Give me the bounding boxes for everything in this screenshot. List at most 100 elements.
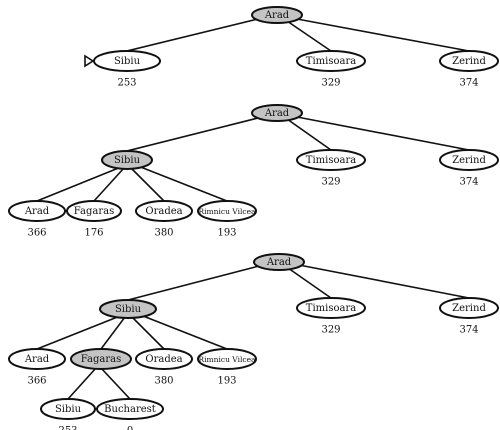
node-label: Sibiu: [55, 404, 82, 415]
node-label: Arad: [264, 108, 290, 119]
node-fagaras: Fagaras 176: [66, 200, 122, 239]
heuristic-value: 193: [217, 376, 236, 387]
node-ellipse: [99, 299, 157, 319]
heuristic-value: 329: [321, 325, 340, 336]
node-ellipse: [439, 149, 499, 171]
node-label: Arad: [266, 257, 292, 268]
node-ellipse: [70, 348, 132, 370]
node-rimnicu-vilcea: Rimnicu Vilcea 193: [197, 200, 257, 239]
node-label: Rimnicu Vilcea: [199, 355, 257, 364]
tree-edge: [126, 117, 259, 152]
node-arad: Arad 366: [8, 348, 66, 387]
node-rimnicu-vilcea: Rimnicu Vilcea 193: [197, 348, 257, 387]
node-ellipse: [197, 200, 257, 222]
node-arad: Arad: [251, 6, 303, 24]
tree-edge: [127, 265, 260, 301]
heuristic-value: 329: [321, 177, 340, 188]
node-ellipse: [439, 297, 499, 319]
node-arad: Arad: [251, 104, 303, 122]
node-ellipse: [251, 6, 303, 24]
node-arad: Arad 366: [8, 200, 66, 239]
heuristic-value: 329: [321, 78, 340, 89]
node-label: Zerind: [452, 155, 486, 166]
node-ellipse: [197, 348, 257, 370]
node-timisoara: Timisoara 329: [296, 50, 366, 89]
tree-edge: [296, 18, 470, 52]
node-label: Zerind: [452, 303, 486, 314]
node-ellipse: [101, 150, 153, 170]
node-ellipse: [296, 149, 366, 171]
heuristic-value: 193: [217, 228, 236, 239]
heuristic-value: 380: [154, 376, 173, 387]
tree-edge: [100, 316, 126, 350]
tree-edge: [36, 315, 121, 350]
node-label: Bucharest: [104, 404, 156, 415]
node-label: Arad: [24, 206, 50, 217]
node-sibiu: Sibiu: [101, 150, 153, 170]
node-timisoara: Timisoara 329: [296, 149, 366, 188]
node-label: Arad: [24, 354, 50, 365]
heuristic-value: 253: [117, 78, 136, 89]
tree-edge: [130, 167, 165, 202]
node-zerind: Zerind 374: [439, 149, 499, 188]
node-arad: Arad: [253, 253, 305, 271]
node-fagaras: Fagaras: [70, 348, 132, 370]
node-label: Fagaras: [81, 354, 121, 365]
node-ellipse: [439, 50, 499, 72]
node-bucharest: Bucharest 0: [96, 398, 164, 430]
node-ellipse: [135, 200, 193, 222]
heuristic-value: 374: [459, 78, 478, 89]
tree-edge: [286, 20, 332, 52]
tree-edge: [296, 116, 470, 151]
node-sibiu: Sibiu 253: [40, 398, 96, 430]
heuristic-value: 0: [127, 426, 133, 430]
node-oradea: Oradea 380: [135, 200, 193, 239]
node-ellipse: [296, 297, 366, 319]
heuristic-value: 374: [459, 177, 478, 188]
tree-edge: [126, 18, 259, 52]
node-label: Fagaras: [74, 206, 114, 217]
node-label: Zerind: [452, 56, 486, 67]
node-zerind: Zerind 374: [439, 297, 499, 336]
tree-edge: [286, 118, 332, 151]
node-ellipse: [296, 50, 366, 72]
node-ellipse: [251, 104, 303, 122]
node-label: Sibiu: [114, 56, 141, 67]
node-ellipse: [253, 253, 305, 271]
heuristic-value: 176: [84, 228, 103, 239]
node-oradea: Oradea 380: [135, 348, 193, 387]
tree-edges: [36, 18, 470, 400]
tree-edge: [36, 166, 122, 202]
node-ellipse: [135, 348, 193, 370]
heuristic-value: 366: [27, 376, 46, 387]
node-label: Timisoara: [306, 155, 356, 166]
heuristic-value: 253: [58, 426, 77, 430]
node-label: Oradea: [145, 206, 182, 217]
tree-edge: [100, 367, 131, 400]
next-expansion-marker: [84, 54, 95, 68]
tree-edge: [93, 167, 125, 202]
heuristic-value: 374: [459, 325, 478, 336]
node-zerind: Zerind 374: [439, 50, 499, 89]
node-sibiu: Sibiu: [99, 299, 157, 319]
node-ellipse: [8, 200, 66, 222]
node-sibiu: Sibiu 253: [93, 50, 161, 89]
tree-edge: [131, 316, 165, 350]
node-label: Oradea: [145, 354, 182, 365]
heuristic-value: 380: [154, 228, 173, 239]
tree-edge: [137, 313, 228, 350]
node-ellipse: [96, 398, 164, 420]
node-label: Arad: [264, 10, 290, 21]
node-label: Timisoara: [306, 56, 356, 67]
node-ellipse: [40, 398, 96, 420]
tree-edge: [287, 267, 332, 299]
node-label: Sibiu: [114, 155, 141, 166]
heuristic-value: 366: [27, 228, 46, 239]
node-label: Sibiu: [115, 304, 142, 315]
node-label: Timisoara: [306, 303, 356, 314]
node-ellipse: [93, 50, 161, 72]
node-label: Rimnicu Vilcea: [199, 207, 257, 216]
tree-edge: [67, 367, 97, 400]
tree-edge: [298, 264, 470, 299]
